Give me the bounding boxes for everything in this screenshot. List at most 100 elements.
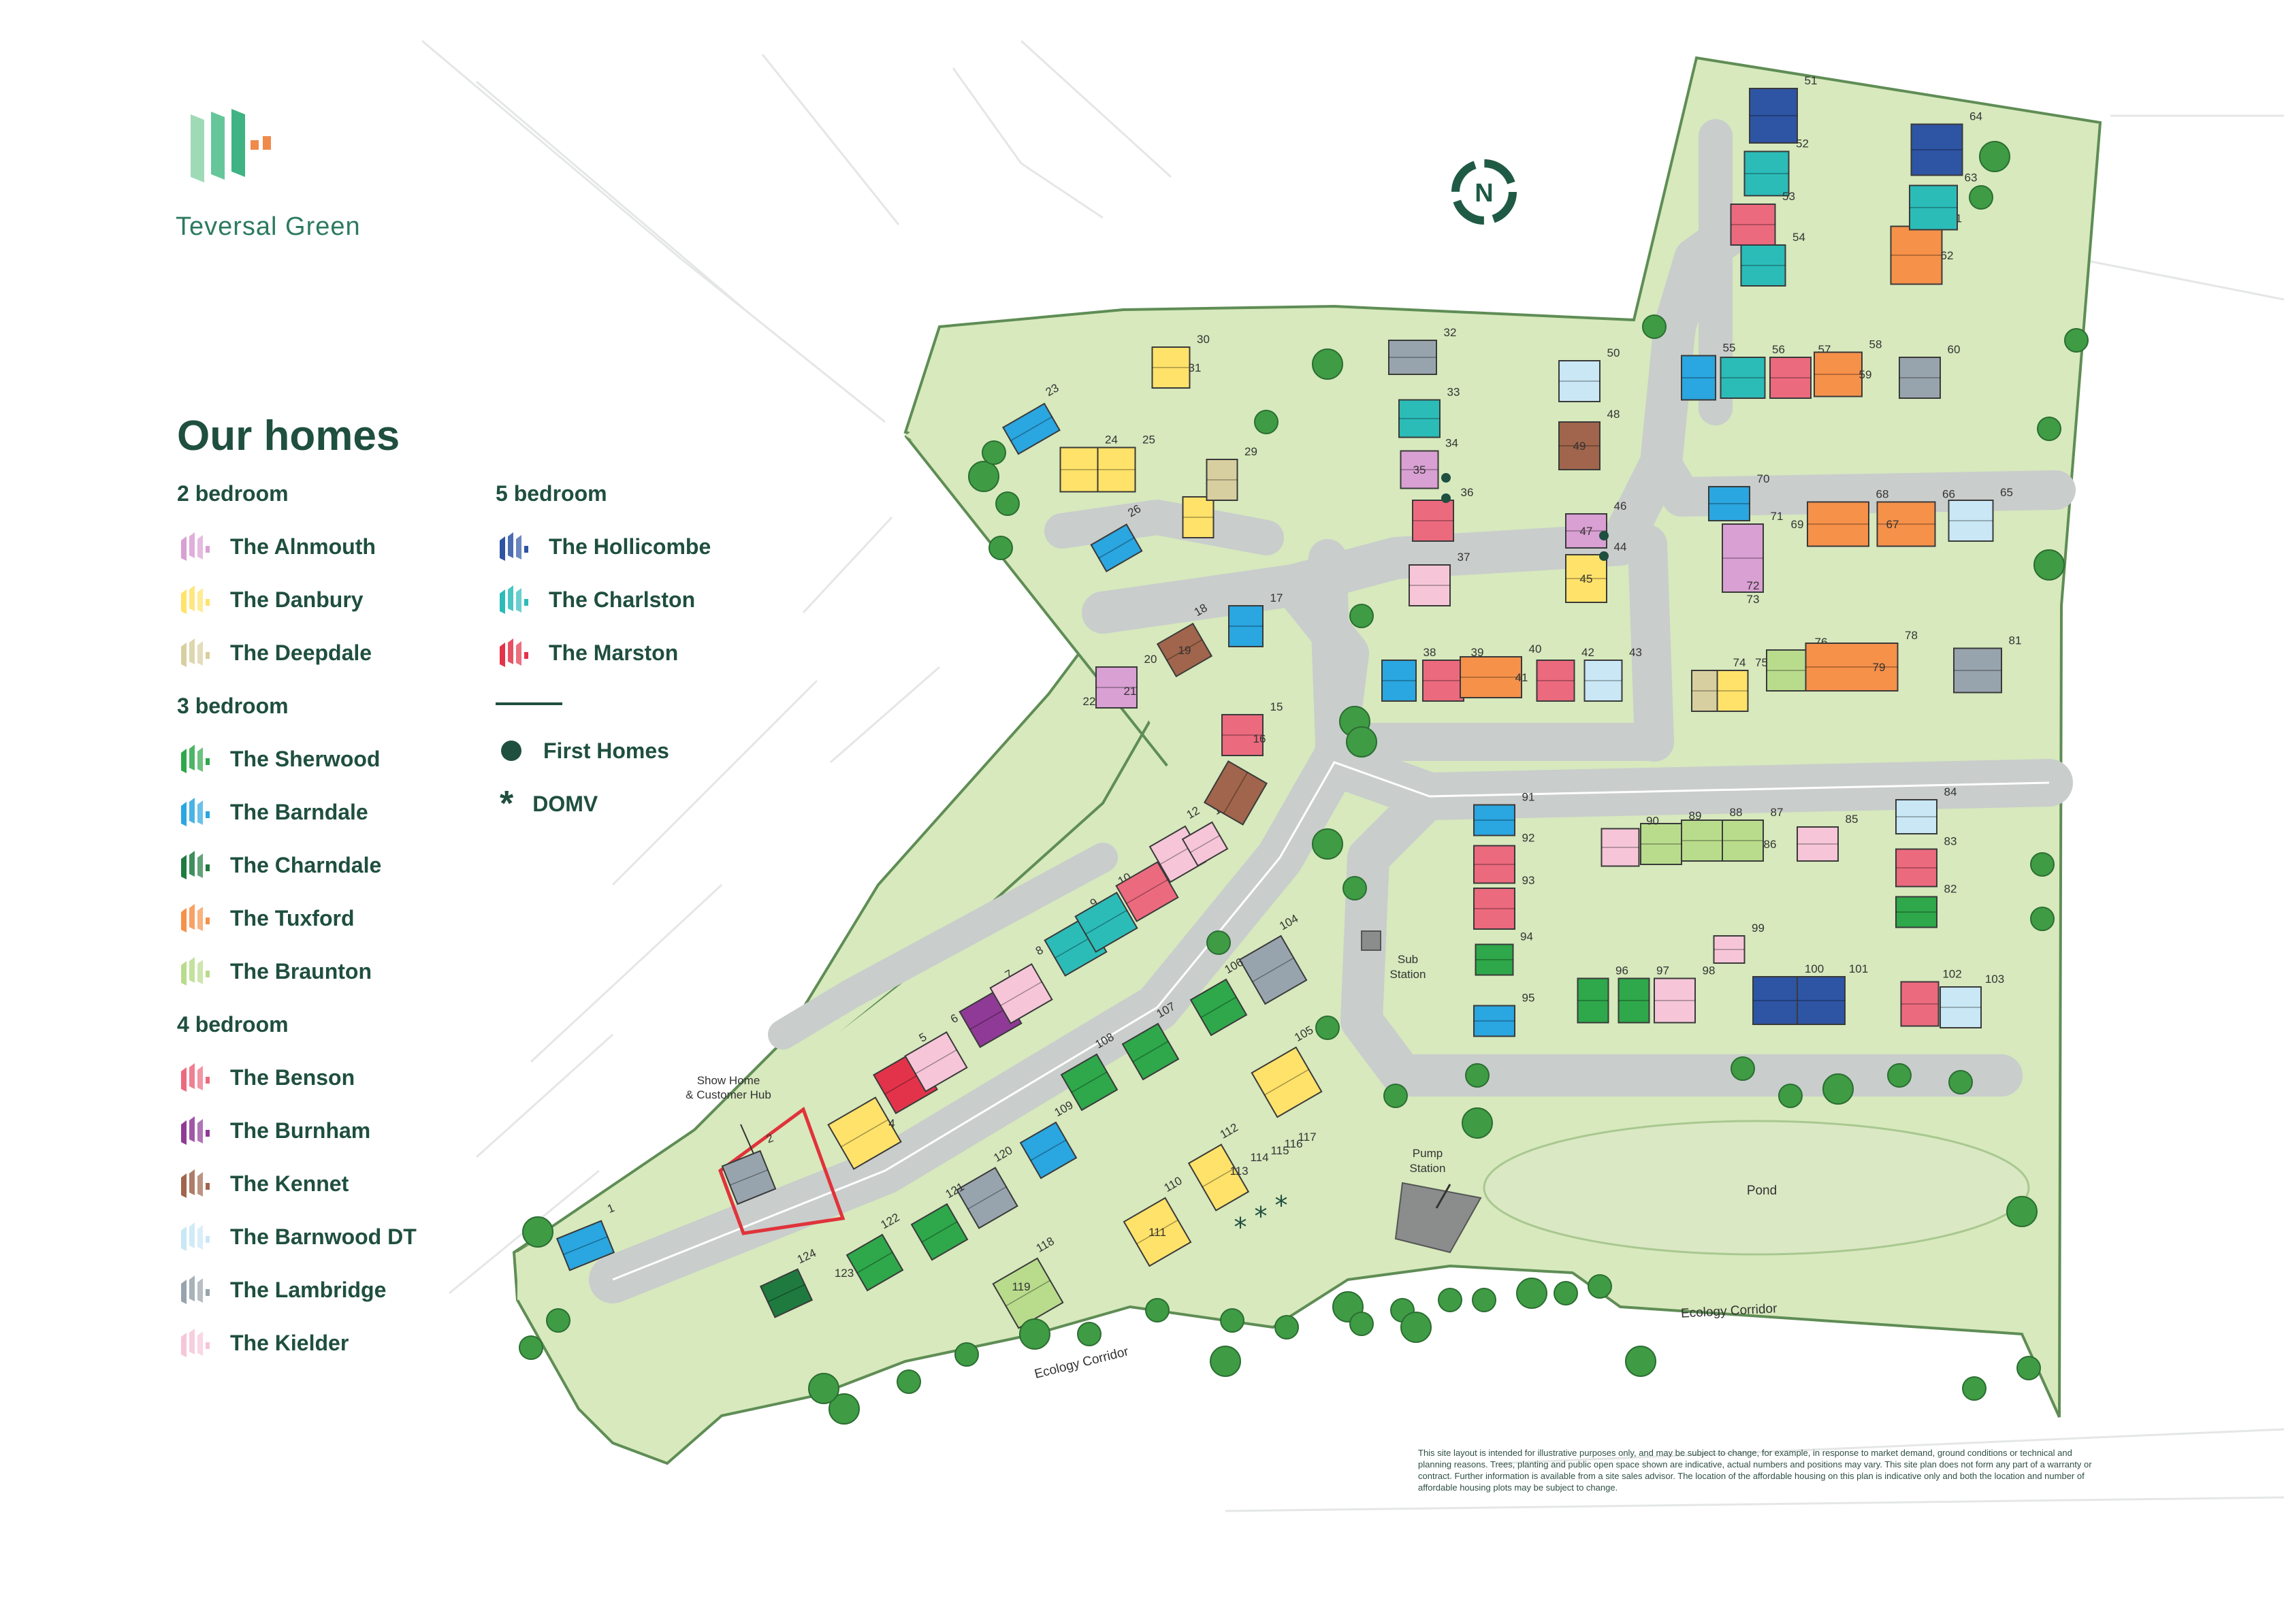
plot-105: 105 [1251, 1023, 1323, 1118]
plot-number: 20 [1144, 653, 1157, 666]
plot-number: 29 [1244, 445, 1257, 458]
tree-icon [2030, 852, 2055, 877]
tree-icon [1554, 1281, 1578, 1305]
house-footprint [1895, 848, 1937, 888]
house-footprint [1182, 496, 1215, 538]
tree-icon [1465, 1063, 1490, 1088]
site-boundary [512, 56, 2102, 1465]
sub-station-label-2: Station [1390, 968, 1426, 981]
plot-42: 42 [1536, 646, 1594, 702]
legend-divider [496, 702, 562, 705]
plot-number: 15 [1270, 700, 1283, 713]
plot-number: 53 [1782, 190, 1795, 203]
tree-icon [1206, 930, 1231, 955]
plot-55: 55 [1681, 342, 1736, 401]
plot-56: 56 [1720, 343, 1785, 399]
house-type-icon [177, 903, 215, 934]
plot-number: 40 [1529, 643, 1542, 655]
tree-icon [1731, 1056, 1755, 1081]
house-footprint [1558, 421, 1601, 470]
tree-icon [1778, 1084, 1803, 1108]
tree-icon [1220, 1308, 1244, 1333]
house-footprint [1251, 1046, 1323, 1118]
plot-number: 33 [1447, 386, 1460, 399]
plot-number: 102 [1942, 968, 1961, 981]
tree-icon [1588, 1274, 1612, 1299]
legend-group-heading: 2 bedroom [177, 481, 289, 506]
house-type-icon [177, 743, 215, 775]
plot-83: 83 [1895, 835, 1957, 888]
plot-number: 31 [1189, 361, 1202, 374]
house-footprint [989, 963, 1053, 1024]
tree-icon [1077, 1322, 1101, 1346]
house-footprint [1876, 501, 1936, 547]
plot-70: 70 [1708, 472, 1769, 521]
domv-markers: * * * [1234, 1190, 1288, 1242]
tree-icon [954, 1342, 979, 1367]
house-footprint [1797, 826, 1839, 862]
tree-icon [988, 536, 1013, 560]
plot-number: 101 [1849, 962, 1868, 975]
plot-88: 88 [1681, 806, 1742, 862]
show-home-pointer [740, 1124, 756, 1159]
house-footprint [1681, 355, 1716, 401]
house-footprint [1895, 896, 1937, 928]
plot-number: 17 [1270, 591, 1283, 604]
house-footprint [827, 1097, 902, 1170]
plot-number: 32 [1444, 326, 1457, 339]
plot-111: 111 [1148, 1226, 1166, 1239]
house-footprint [1060, 1053, 1119, 1111]
plot-number: 75 [1755, 656, 1768, 669]
plot-25: 25 [1097, 434, 1155, 493]
legend-group-heading: 4 bedroom [177, 1012, 289, 1037]
plot-number: 50 [1607, 346, 1620, 359]
plot-31: 31 [1189, 361, 1202, 374]
plot-number: 55 [1723, 342, 1736, 355]
legend-item-label: The Charlston [549, 587, 696, 612]
house-footprint [1221, 714, 1264, 756]
plot-44: 44 [1565, 540, 1626, 603]
plot-number: 52 [1796, 137, 1809, 150]
legend-item-label: The Danbury [230, 587, 364, 612]
house-footprint [1807, 501, 1869, 547]
plot-number: 82 [1944, 883, 1957, 896]
customer-hub-label: & Customer Hub [686, 1088, 771, 1101]
house-footprint [1640, 823, 1682, 865]
plot-116: 116 [1284, 1137, 1302, 1150]
house-type-icon [496, 637, 534, 668]
tree-icon [2037, 417, 2061, 441]
house-footprint [1187, 1143, 1250, 1212]
house-footprint [1752, 976, 1801, 1025]
house-footprint [1940, 986, 1982, 1028]
sub-station [1361, 930, 1381, 951]
house-footprint [721, 1150, 777, 1205]
plot-57: 57 [1769, 343, 1831, 399]
legend-item-the-braunton: The Braunton [177, 945, 417, 998]
legend-item-label: The Tuxford [230, 905, 355, 930]
plot-41: 41 [1515, 671, 1528, 684]
house-footprint [1238, 935, 1308, 1005]
plot-number: 90 [1646, 815, 1659, 828]
pond-label: Pond [1747, 1184, 1777, 1198]
plot-number: 81 [2009, 634, 2022, 647]
house-footprint [1019, 1121, 1078, 1180]
plot-86: 86 [1764, 838, 1777, 851]
legend-item-label: The Barnwood DT [230, 1224, 417, 1249]
tree-icon [1625, 1346, 1656, 1377]
plot-number: 36 [1461, 486, 1474, 499]
plot-114: 114 [1250, 1151, 1268, 1164]
tree-icon [968, 461, 999, 492]
tree-icon [982, 440, 1006, 465]
plot-number: 99 [1752, 922, 1765, 935]
plot-number: 48 [1607, 408, 1620, 421]
tree-icon [1210, 1346, 1241, 1377]
legend-item-label: The Alnmouth [230, 534, 376, 559]
plot-39: 39 [1422, 646, 1483, 702]
house-type-icon [177, 531, 215, 562]
plot-123: 123 [835, 1267, 854, 1280]
house-footprint [1121, 1022, 1180, 1081]
tree-icon [1383, 1084, 1408, 1108]
house-footprint [556, 1220, 615, 1271]
